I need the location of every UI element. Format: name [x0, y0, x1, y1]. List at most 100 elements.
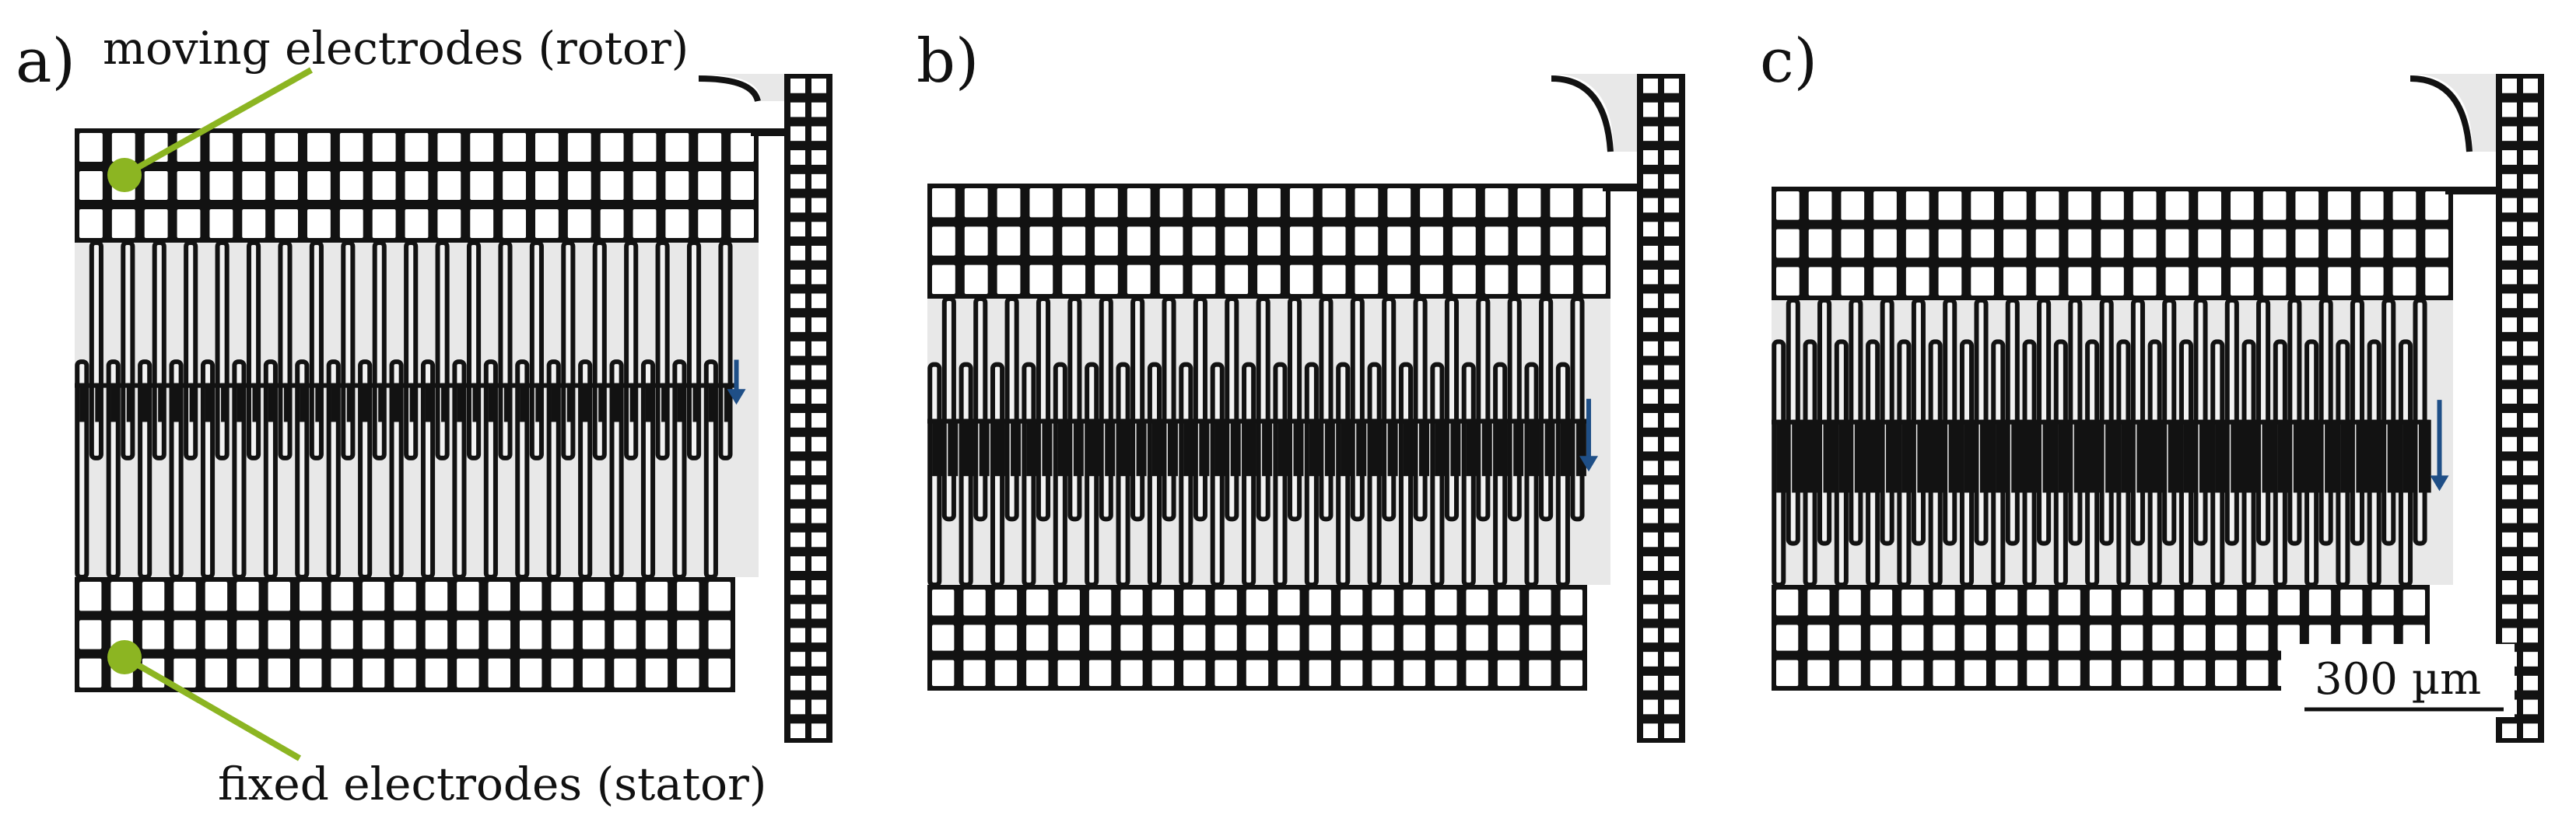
- comb-tooth: [79, 383, 86, 422]
- stator-frame-hole: [79, 620, 102, 649]
- stator-frame-hole: [1246, 625, 1269, 651]
- rotor-frame-hole: [2262, 267, 2287, 296]
- rail-hole: [1643, 222, 1658, 236]
- comb-tooth: [1544, 418, 1555, 477]
- stator-frame-hole: [1057, 625, 1080, 651]
- comb-tooth: [2246, 419, 2259, 493]
- rotor-frame-hole: [2360, 191, 2384, 220]
- rotor-frame-hole: [2165, 267, 2189, 296]
- rotor-callout-line: [123, 67, 313, 178]
- rotor-frame-hole: [2425, 191, 2448, 220]
- stator-frame-hole: [268, 658, 290, 688]
- rotor-frame-hole: [1257, 188, 1281, 218]
- comb-tooth: [1387, 418, 1398, 477]
- stator-frame-hole: [79, 582, 102, 611]
- stator-frame-hole: [237, 620, 259, 649]
- rotor-frame-hole: [1905, 267, 1929, 296]
- rail-hole: [1664, 508, 1679, 523]
- rail-hole: [2523, 508, 2538, 523]
- comb-tooth: [963, 418, 974, 477]
- stator-frame-hole: [1996, 590, 2018, 616]
- rail-hole: [811, 604, 826, 619]
- stator-frame-hole: [1870, 590, 1893, 616]
- rail-hole: [790, 532, 805, 548]
- comb-tooth: [283, 383, 291, 422]
- stator-frame-hole: [237, 658, 259, 688]
- comb-tooth: [2042, 419, 2056, 493]
- rotor-finger: [1287, 296, 1302, 522]
- rail-hole: [811, 222, 826, 236]
- rotor-frame-hole: [275, 171, 298, 200]
- stator-frame-hole: [1435, 660, 1457, 686]
- rotor-frame-hole: [2360, 267, 2384, 296]
- rotor-frame-hole: [79, 209, 103, 238]
- stator-frame-hole: [488, 582, 510, 611]
- comb-tooth: [708, 383, 716, 422]
- rail-hole: [1664, 365, 1679, 380]
- comb-drive-device-b: [927, 74, 1685, 743]
- stator-frame-hole: [1120, 625, 1143, 651]
- comb-tooth: [2387, 419, 2400, 493]
- rotor-frame-hole: [2003, 191, 2027, 220]
- rail-hole: [2502, 317, 2517, 332]
- stator-frame-hole: [1026, 660, 1049, 686]
- rotor-frame-hole: [242, 171, 266, 200]
- comb-tooth: [2215, 419, 2227, 493]
- rotor-frame-hole: [964, 264, 988, 294]
- rail-hole: [1643, 580, 1658, 595]
- stator-frame-hole: [1435, 590, 1457, 616]
- stator-frame-hole: [1529, 660, 1551, 686]
- stator-callout-line: [122, 654, 302, 761]
- stator-frame-hole: [2152, 625, 2175, 651]
- rotor-frame-hole: [1971, 229, 1994, 258]
- rail-hole: [2502, 532, 2517, 548]
- rotor-frame-hole: [1905, 229, 1929, 258]
- rotor-frame-hole: [2262, 229, 2287, 258]
- stator-frame-hole: [362, 658, 385, 688]
- comb-tooth: [2183, 419, 2196, 493]
- comb-tooth: [979, 418, 990, 477]
- rotor-frame-hole: [535, 209, 559, 238]
- rotor-frame-hole: [567, 133, 591, 162]
- stator-frame-hole: [425, 658, 448, 688]
- stator-frame-hole: [1838, 625, 1861, 651]
- rotor-frame-hole: [1517, 188, 1541, 218]
- rotor-finger: [466, 240, 482, 460]
- rotor-frame-hole: [633, 171, 657, 200]
- rotor-frame-hole: [339, 171, 363, 200]
- rotor-frame-hole: [1225, 188, 1249, 218]
- rotor-frame-hole: [633, 133, 657, 162]
- rail-hole: [811, 652, 826, 667]
- stator-frame-hole: [963, 660, 986, 686]
- rotor-frame-hole: [2133, 191, 2157, 220]
- comb-tooth: [1073, 418, 1084, 477]
- rail-hole: [2523, 317, 2538, 332]
- rotor-frame-hole: [1029, 226, 1053, 256]
- stator-frame-hole: [1246, 590, 1269, 616]
- rail-hole: [790, 556, 805, 571]
- rotor-frame-hole: [1452, 188, 1476, 218]
- rotor-frame-hole: [1808, 267, 1832, 296]
- rotor-frame-hole: [1582, 264, 1606, 294]
- rail-hole: [790, 652, 805, 667]
- rotor-frame-hole: [503, 133, 526, 162]
- rail-hole: [790, 126, 805, 142]
- rail-hole: [811, 556, 826, 571]
- stator-frame-hole: [1214, 660, 1237, 686]
- stator-frame-hole: [963, 590, 986, 616]
- stator-frame-hole: [2058, 625, 2080, 651]
- rotor-frame-hole: [372, 171, 396, 200]
- stator-frame-hole: [2121, 590, 2143, 616]
- comb-tooth: [1466, 418, 1477, 477]
- comb-tooth: [1214, 418, 1225, 477]
- rotor-finger: [941, 296, 956, 522]
- stator-frame-hole: [2403, 590, 2425, 616]
- comb-tooth: [1481, 418, 1492, 477]
- rail-hole: [1643, 198, 1658, 213]
- rotor-frame-hole: [1192, 226, 1216, 256]
- comb-tooth: [2340, 419, 2353, 493]
- rail-hole: [1643, 628, 1658, 643]
- rotor-frame-hole: [2101, 229, 2124, 258]
- stator-frame-hole: [205, 620, 228, 649]
- comb-tooth: [614, 383, 622, 422]
